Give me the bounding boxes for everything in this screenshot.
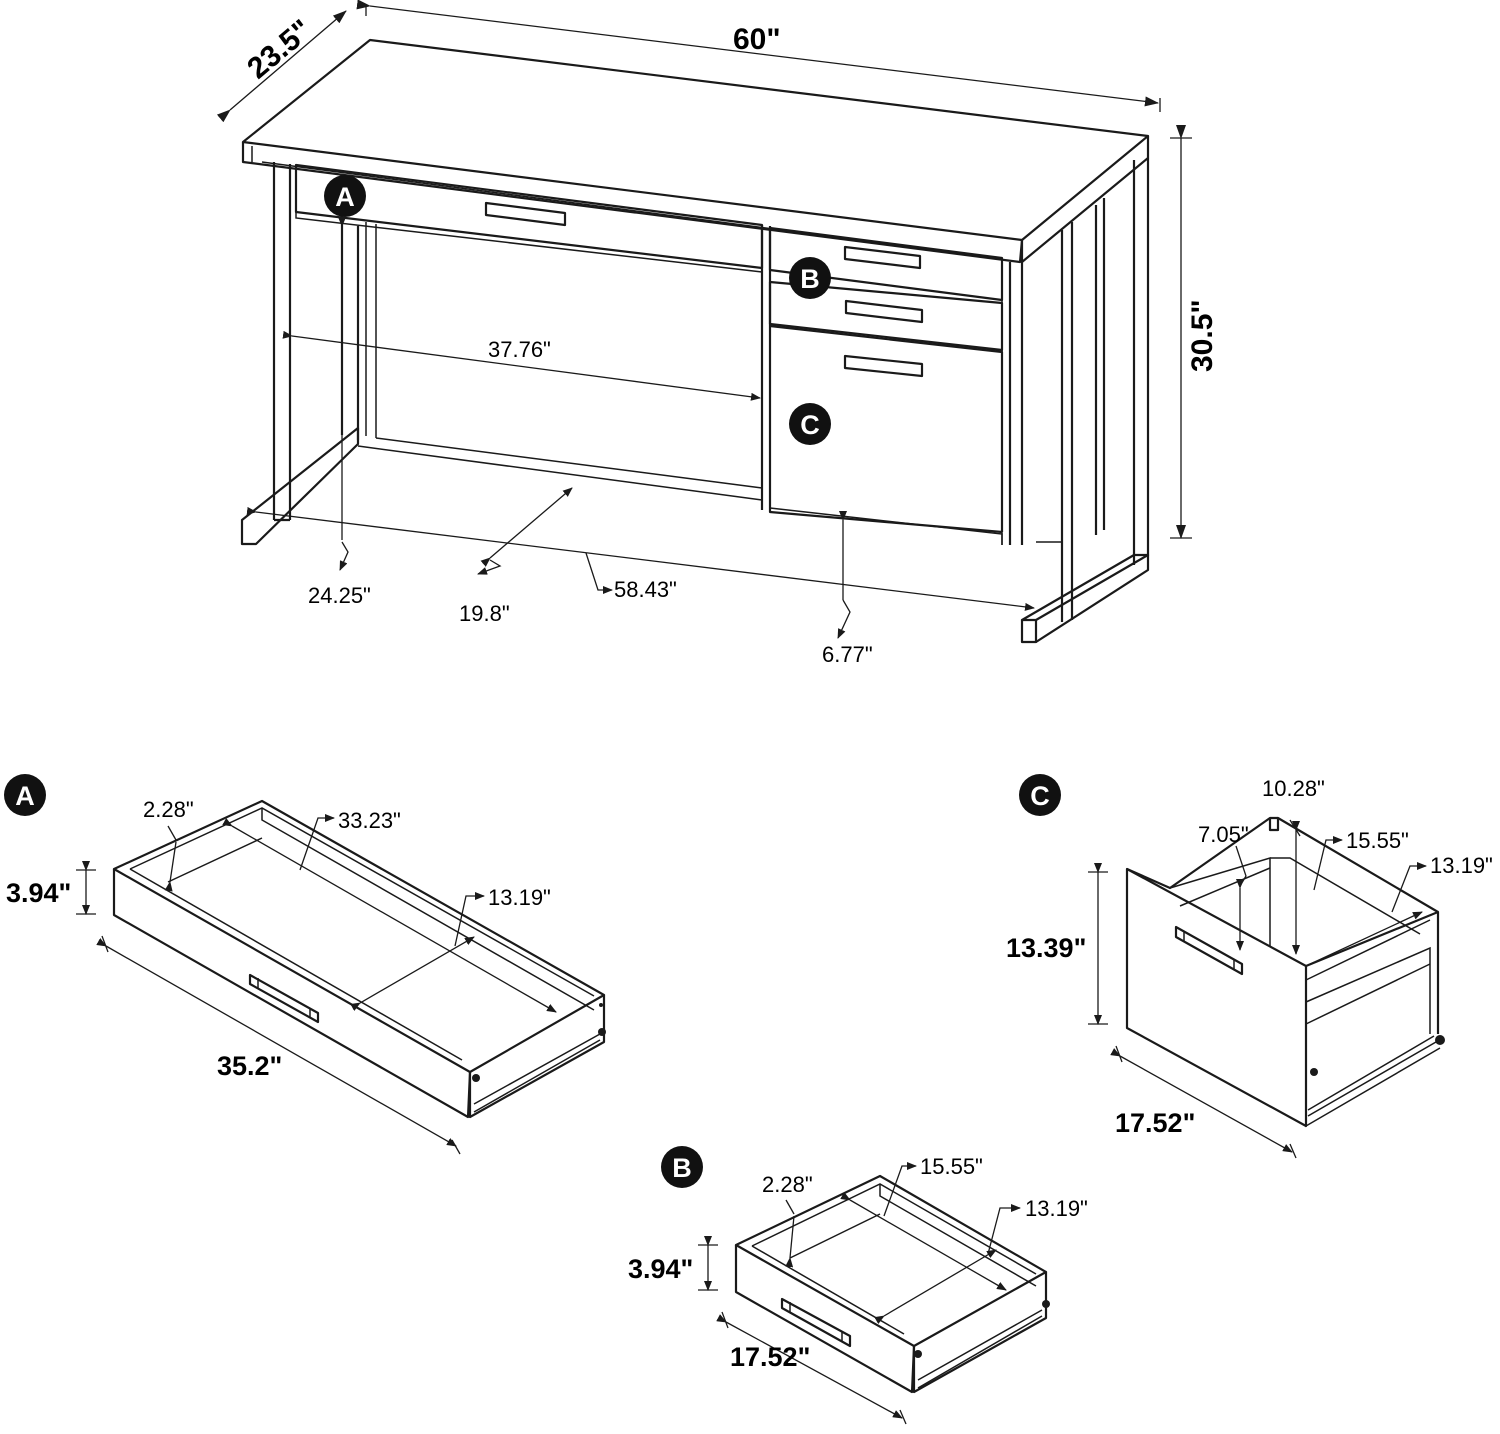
badge-c [1019,774,1061,816]
drawer-c-labels: 10.28" 7.05" 15.55" 13.19" 13.39" 17.52" [1006,776,1493,1138]
desk-dimensions [216,0,1192,639]
drawer-c-length-label: 17.52" [1115,1108,1195,1138]
svg-text:C: C [800,410,820,440]
desk-right-leg [1008,262,1024,545]
drawer-b-height-label: 3.94" [628,1254,693,1284]
drawer-a-side-height-label: 2.28" [143,797,194,822]
drawer-a-inner-length-label: 33.23" [338,808,401,833]
desk-top [241,38,1150,242]
badge-b [661,1146,703,1188]
badge-a-label: A [15,781,35,811]
drawer-a-height-label: 3.94" [6,878,71,908]
drawer-b-inner-length-label: 15.55" [920,1154,983,1179]
drawer-a-inner-depth-label: 13.19" [488,885,551,910]
drawer-b-length-label: 17.52" [730,1342,810,1372]
badge-c-label: C [1030,781,1050,811]
drawer-a-labels: 2.28" 33.23" 13.19" 3.94" 35.2" [6,797,551,1081]
drawer-b-inner-depth-label: 13.19" [1025,1196,1088,1221]
drawer-a-drawing: A [4,774,606,1155]
drawer-b-side-height-label: 2.28" [762,1172,813,1197]
drawer-b-drawing: B [661,1146,1050,1425]
drawer-c-inner-length-label: 15.55" [1346,828,1409,853]
drawer-b-labels: 2.28" 15.55" 13.19" 3.94" 17.52" [628,1154,1088,1372]
drawer-c-drawing: C [1019,774,1445,1159]
desk-knee-width-label: 37.76" [488,337,551,362]
drawer-c-height-label: 13.39" [1006,933,1086,963]
badge-b-desk: B [789,257,831,299]
svg-text:A: A [335,182,355,212]
desk-left-leg [272,162,292,522]
badge-c-desk: C [789,403,831,445]
desk-clearance-label: 6.77" [822,642,873,667]
drawer-a-length-label: 35.2" [217,1051,282,1081]
desk-depth-label: 23.5" [241,13,318,85]
desk-height-label: 30.5" [1186,299,1219,372]
drawer-c-inner-depth-label: 13.19" [1430,853,1493,878]
badge-a [4,774,46,816]
desk-inner-width-label: 58.43" [614,577,677,602]
desk-knee-depth-label: 19.8" [459,601,510,626]
desk-badges: A B C [324,175,831,445]
drawer-c-back-height-label: 10.28" [1262,776,1325,801]
desk-drawing [240,38,1150,644]
badge-b-label: B [672,1153,692,1183]
desk-knee-height-label: 24.25" [308,583,371,608]
svg-text:B: B [800,264,820,294]
desk-width-label: 60" [733,23,781,56]
drawer-c-side-height-label: 7.05" [1198,822,1249,847]
badge-a-desk: A [324,175,366,217]
